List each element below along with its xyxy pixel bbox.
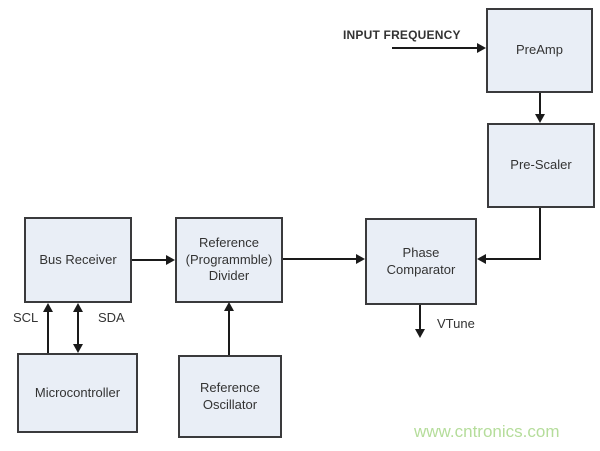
arrow-input-to-preamp-head [477,43,486,53]
arrow-sda-head-up [73,303,83,312]
arrow-divider-to-phase-line [283,258,356,260]
block-phase-comparator: Phase Comparator [365,218,477,305]
arrow-divider-to-phase-head [356,254,365,264]
vtune-label: VTune [437,316,475,331]
arrow-input-to-preamp-line [392,47,477,49]
block-microcontroller: Microcontroller [17,353,138,433]
arrow-preamp-to-prescaler-head [535,114,545,123]
arrow-vtune-head [415,329,425,338]
block-bus-receiver: Bus Receiver [24,217,132,303]
arrow-prescaler-to-phase-vline [539,208,541,260]
block-reference-divider: Reference (Programmble) Divider [175,217,283,303]
arrow-oscillator-to-divider-head [224,302,234,311]
block-preamp: PreAmp [486,8,593,93]
arrow-sda-head-down [73,344,83,353]
sda-label: SDA [98,310,125,325]
input-frequency-label: INPUT FREQUENCY [343,28,461,42]
scl-label: SCL [13,310,39,325]
block-prescaler: Pre-Scaler [487,123,595,208]
watermark-text: www.cntronics.com [414,422,560,441]
arrow-bus-to-divider-line [132,259,166,261]
arrow-scl-line [47,312,49,353]
arrow-preamp-to-prescaler-line [539,93,541,114]
arrow-oscillator-to-divider-line [228,311,230,355]
arrow-vtune-line [419,305,421,329]
arrow-prescaler-to-phase-head [477,254,486,264]
block-reference-oscillator: Reference Oscillator [178,355,282,438]
arrow-scl-head [43,303,53,312]
arrow-prescaler-to-phase-hline [486,258,541,260]
arrow-sda-line [77,312,79,344]
arrow-bus-to-divider-head [166,255,175,265]
